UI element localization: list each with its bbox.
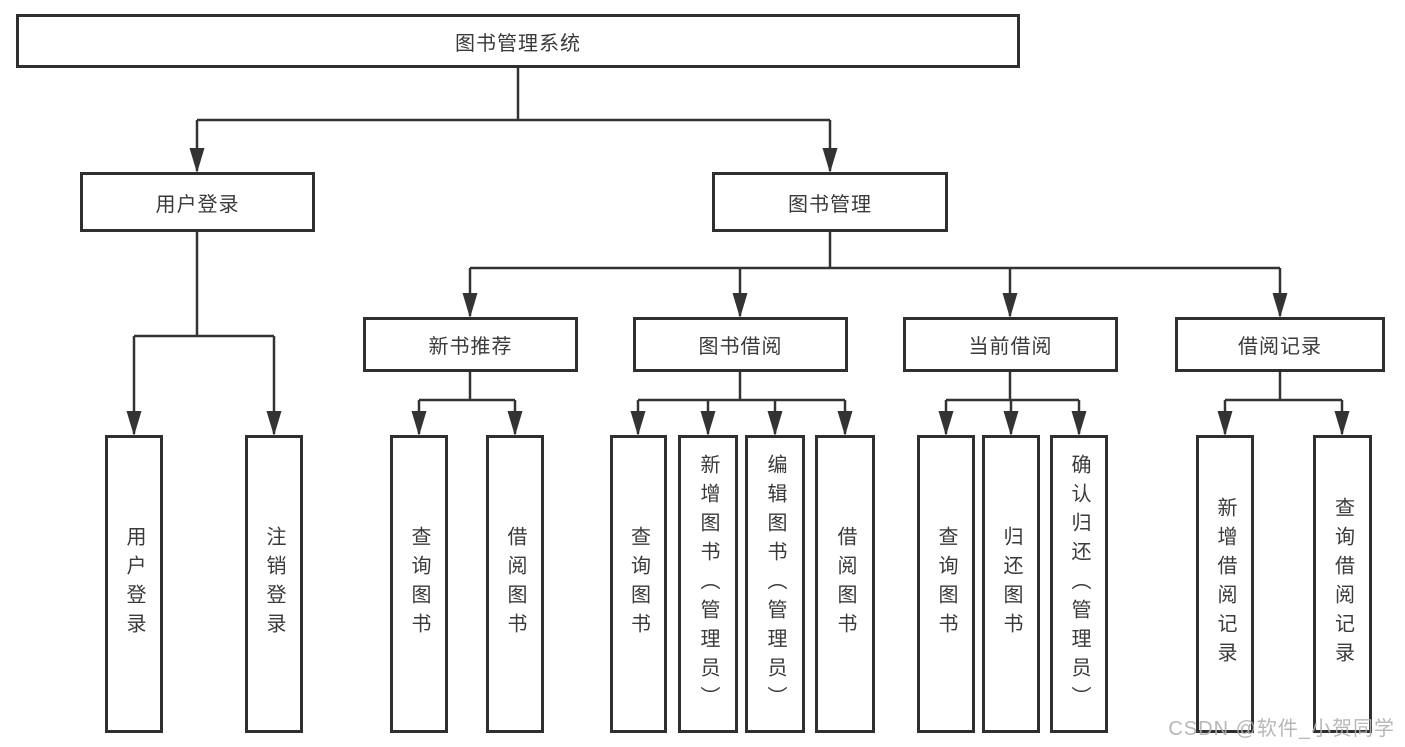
node-user-login-label: 用户登录	[155, 193, 240, 216]
node-borrow-records: 借阅记录	[1175, 317, 1385, 372]
node-book-management-label: 图书管理	[788, 193, 872, 216]
node-current-borrow-label: 当前借阅	[968, 336, 1053, 358]
leaf-add-book-admin-label: 新增图书（管理员）	[697, 453, 719, 715]
leaf-edit-book-admin: 编辑图书（管理员）	[745, 435, 805, 733]
edge-new-book-recommend-bus	[419, 372, 515, 402]
leaf-add-borrow-record-label: 新增借阅记录	[1214, 497, 1236, 671]
leaf-edit-book-admin-label: 编辑图书（管理员）	[764, 453, 786, 715]
node-book-borrow: 图书借阅	[633, 317, 848, 372]
leaf-return-book: 归还图书	[982, 435, 1040, 733]
leaf-borrow-books-2-label: 借阅图书	[834, 526, 856, 642]
node-root: 图书管理系统	[16, 14, 1020, 68]
leaf-logout-label: 注销登录	[263, 526, 285, 642]
edge-current-borrow-bus	[946, 372, 1079, 402]
edge-borrow-records-bus	[1225, 372, 1342, 402]
leaf-query-books-3: 查询图书	[917, 435, 975, 733]
node-new-book-recommend: 新书推荐	[363, 317, 578, 372]
leaf-query-books-3-label: 查询图书	[935, 526, 957, 642]
leaf-logout: 注销登录	[245, 435, 303, 733]
edge-root-bus	[197, 68, 830, 122]
node-user-login: 用户登录	[80, 172, 315, 232]
leaf-confirm-return-admin-label: 确认归还（管理员）	[1068, 453, 1090, 715]
leaf-query-books-2: 查询图书	[610, 435, 667, 733]
edge-user-login-bus	[134, 232, 274, 338]
edge-book-management-bus	[470, 232, 1280, 270]
node-book-borrow-label: 图书借阅	[698, 336, 783, 358]
node-root-label: 图书管理系统	[455, 32, 581, 55]
leaf-query-books-1: 查询图书	[390, 435, 448, 733]
leaf-query-books-2-label: 查询图书	[627, 526, 650, 642]
node-book-management: 图书管理	[712, 172, 948, 232]
leaf-query-books-1-label: 查询图书	[408, 526, 430, 642]
leaf-return-book-label: 归还图书	[1000, 526, 1022, 642]
leaf-user-login: 用户登录	[105, 435, 163, 733]
node-current-borrow: 当前借阅	[903, 317, 1118, 372]
edge-book-borrow-bus	[638, 372, 845, 402]
node-new-book-recommend-label: 新书推荐	[428, 336, 513, 358]
leaf-confirm-return-admin: 确认归还（管理员）	[1050, 435, 1108, 733]
leaf-borrow-books-2: 借阅图书	[815, 435, 875, 733]
leaf-add-book-admin: 新增图书（管理员）	[678, 435, 738, 733]
node-borrow-records-label: 借阅记录	[1238, 336, 1322, 358]
leaf-query-borrow-record-label: 查询借阅记录	[1331, 497, 1354, 671]
csdn-watermark: CSDN @软件_小贺同学	[1168, 718, 1395, 740]
leaf-user-login-label: 用户登录	[123, 526, 145, 642]
leaf-query-borrow-record: 查询借阅记录	[1313, 435, 1372, 733]
leaf-borrow-books-1-label: 借阅图书	[504, 526, 526, 642]
leaf-add-borrow-record: 新增借阅记录	[1196, 435, 1254, 733]
leaf-borrow-books-1: 借阅图书	[486, 435, 544, 733]
